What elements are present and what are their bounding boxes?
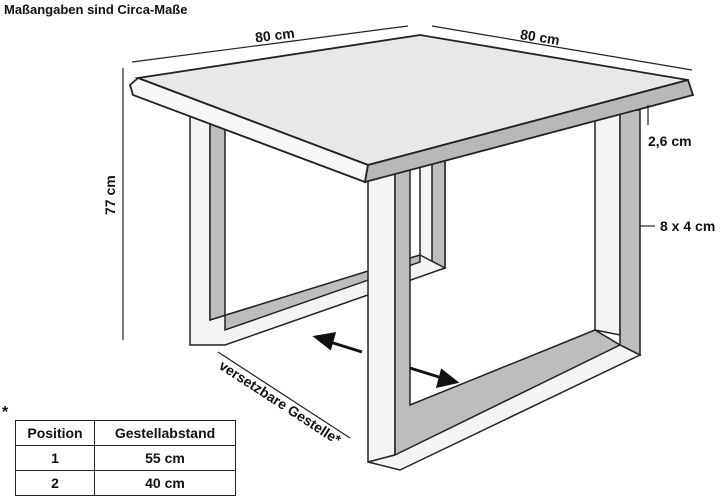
footnote-marker: *: [2, 404, 9, 421]
table-header-row: Position Gestellabstand: [15, 420, 236, 446]
cell-distance: 40 cm: [94, 470, 236, 496]
diagram-title: Maßangaben sind Circa-Maße: [4, 2, 188, 17]
right-leg: [594, 109, 641, 357]
leg-profile-label: 8 x 4 cm: [660, 218, 715, 234]
width-right-label: 80 cm: [519, 26, 561, 48]
cell-position: 2: [15, 470, 95, 496]
frame-position-table: Position Gestellabstand 1 55 cm 2 40 cm: [15, 420, 236, 496]
header-position: Position: [15, 420, 95, 446]
table-row: 1 55 cm: [15, 445, 236, 471]
table-top: [128, 34, 695, 184]
back-left-leg: [419, 159, 446, 276]
width-left-label: 80 cm: [254, 25, 295, 46]
cell-distance: 55 cm: [94, 445, 236, 471]
dimension-lines: [122, 25, 693, 439]
height-label: 77 cm: [102, 175, 118, 215]
header-distance: Gestellabstand: [94, 420, 236, 446]
table-row: 2 40 cm: [15, 470, 236, 496]
cell-position: 1: [15, 445, 95, 471]
double-arrow-icon: [312, 332, 460, 389]
thickness-label: 2,6 cm: [648, 133, 692, 149]
